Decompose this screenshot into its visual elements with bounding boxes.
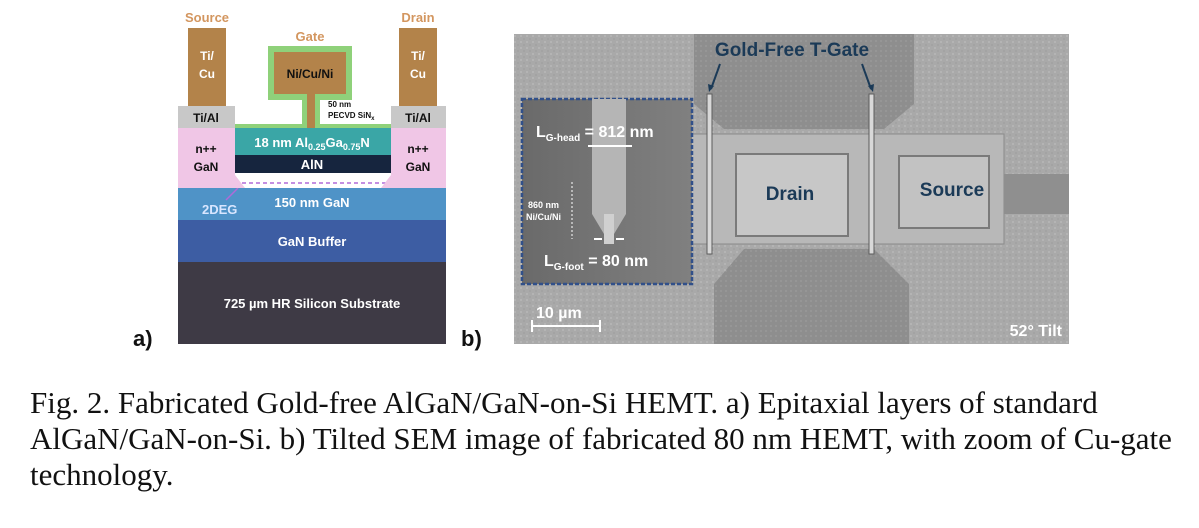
source-contact-line2: Cu [199, 67, 215, 81]
buffer-layer [178, 220, 446, 262]
figure-caption: Fig. 2. Fabricated Gold-free AlGaN/GaN-o… [30, 385, 1172, 492]
ohmic-left-label: Ti/Al [193, 111, 219, 125]
gate-label: Gate [296, 29, 325, 44]
drain-contact-line2: Cu [410, 67, 426, 81]
sem-image: Drain Source Gold-Free T-Gate LG-head = … [514, 34, 1069, 344]
gate-arrow-1-head [708, 84, 714, 92]
source-contact [188, 28, 226, 106]
algan-barrier-label: 18 nm Al0.25Ga0.75N [254, 135, 370, 152]
nplus-gan-right [381, 128, 446, 188]
ohmic-right-label: Ti/Al [405, 111, 431, 125]
passivation-line2: PECVD SiNx [328, 111, 375, 122]
tilt-label: 52° Tilt [1010, 323, 1063, 340]
nplus-right-line1: n++ [407, 142, 428, 156]
nplus-right-line2: GaN [406, 160, 431, 174]
source-label: Source [185, 10, 229, 25]
buffer-label: GaN Buffer [278, 234, 347, 249]
aln-label: AlN [301, 157, 323, 172]
twodeg-arrow [225, 187, 239, 201]
gan-channel-label: 150 nm GaN [274, 195, 349, 210]
passivation-line1: 50 nm [328, 100, 351, 109]
gate-head [274, 52, 346, 94]
figure-2: 725 µm HR Silicon Substrate GaN Buffer 1… [133, 10, 1069, 351]
gan-channel-layer [178, 188, 446, 220]
inset-height-line1: 860 nm [528, 200, 559, 210]
nplus-left-line1: n++ [195, 142, 216, 156]
epitaxial-stack-diagram: 725 µm HR Silicon Substrate GaN Buffer 1… [178, 10, 446, 344]
substrate-layer [178, 262, 446, 344]
gate-arrow-2-head [868, 84, 874, 92]
nplus-gan-left [178, 128, 245, 188]
right-pad [1004, 174, 1069, 214]
aln-layer [235, 155, 391, 173]
panel-a-label: a) [133, 326, 153, 351]
drain-contact [399, 28, 437, 106]
ohmic-right [391, 106, 446, 128]
algan-barrier-layer [235, 128, 391, 155]
gate-arrow-2 [861, 63, 872, 90]
gate-metal-label: Ni/Cu/Ni [287, 67, 334, 81]
bottom-pad [714, 249, 909, 344]
inset-foot-label: LG-foot = 80 nm [544, 253, 648, 273]
substrate-label: 725 µm HR Silicon Substrate [224, 296, 401, 311]
gate-finger-2 [868, 93, 875, 255]
drain-contact-line1: Ti/ [411, 49, 425, 63]
gate-arrow-1 [710, 63, 721, 90]
nplus-left-line2: GaN [194, 160, 219, 174]
gate-foot [307, 94, 315, 128]
source-pad [898, 155, 990, 229]
twodeg-label: 2DEG [202, 202, 237, 217]
panel-b-label: b) [461, 326, 482, 351]
sem-source-label: Source [920, 180, 984, 201]
inset-gate-foot [604, 214, 614, 244]
drain-label: Drain [401, 10, 434, 25]
top-pad [694, 34, 914, 129]
inset-height-line2: Ni/Cu/Ni [526, 212, 561, 222]
source-contact-line1: Ti/ [200, 49, 214, 63]
inset-head-label: LG-head = 812 nm [536, 124, 654, 144]
gate-finger-1 [706, 93, 713, 255]
inset-gate-head [592, 99, 626, 234]
sem-drain-label: Drain [766, 184, 815, 205]
scale-bar-label: 10 µm [536, 305, 582, 322]
sem-title: Gold-Free T-Gate [715, 40, 869, 61]
drain-pad [735, 153, 849, 237]
ohmic-left [178, 106, 235, 128]
